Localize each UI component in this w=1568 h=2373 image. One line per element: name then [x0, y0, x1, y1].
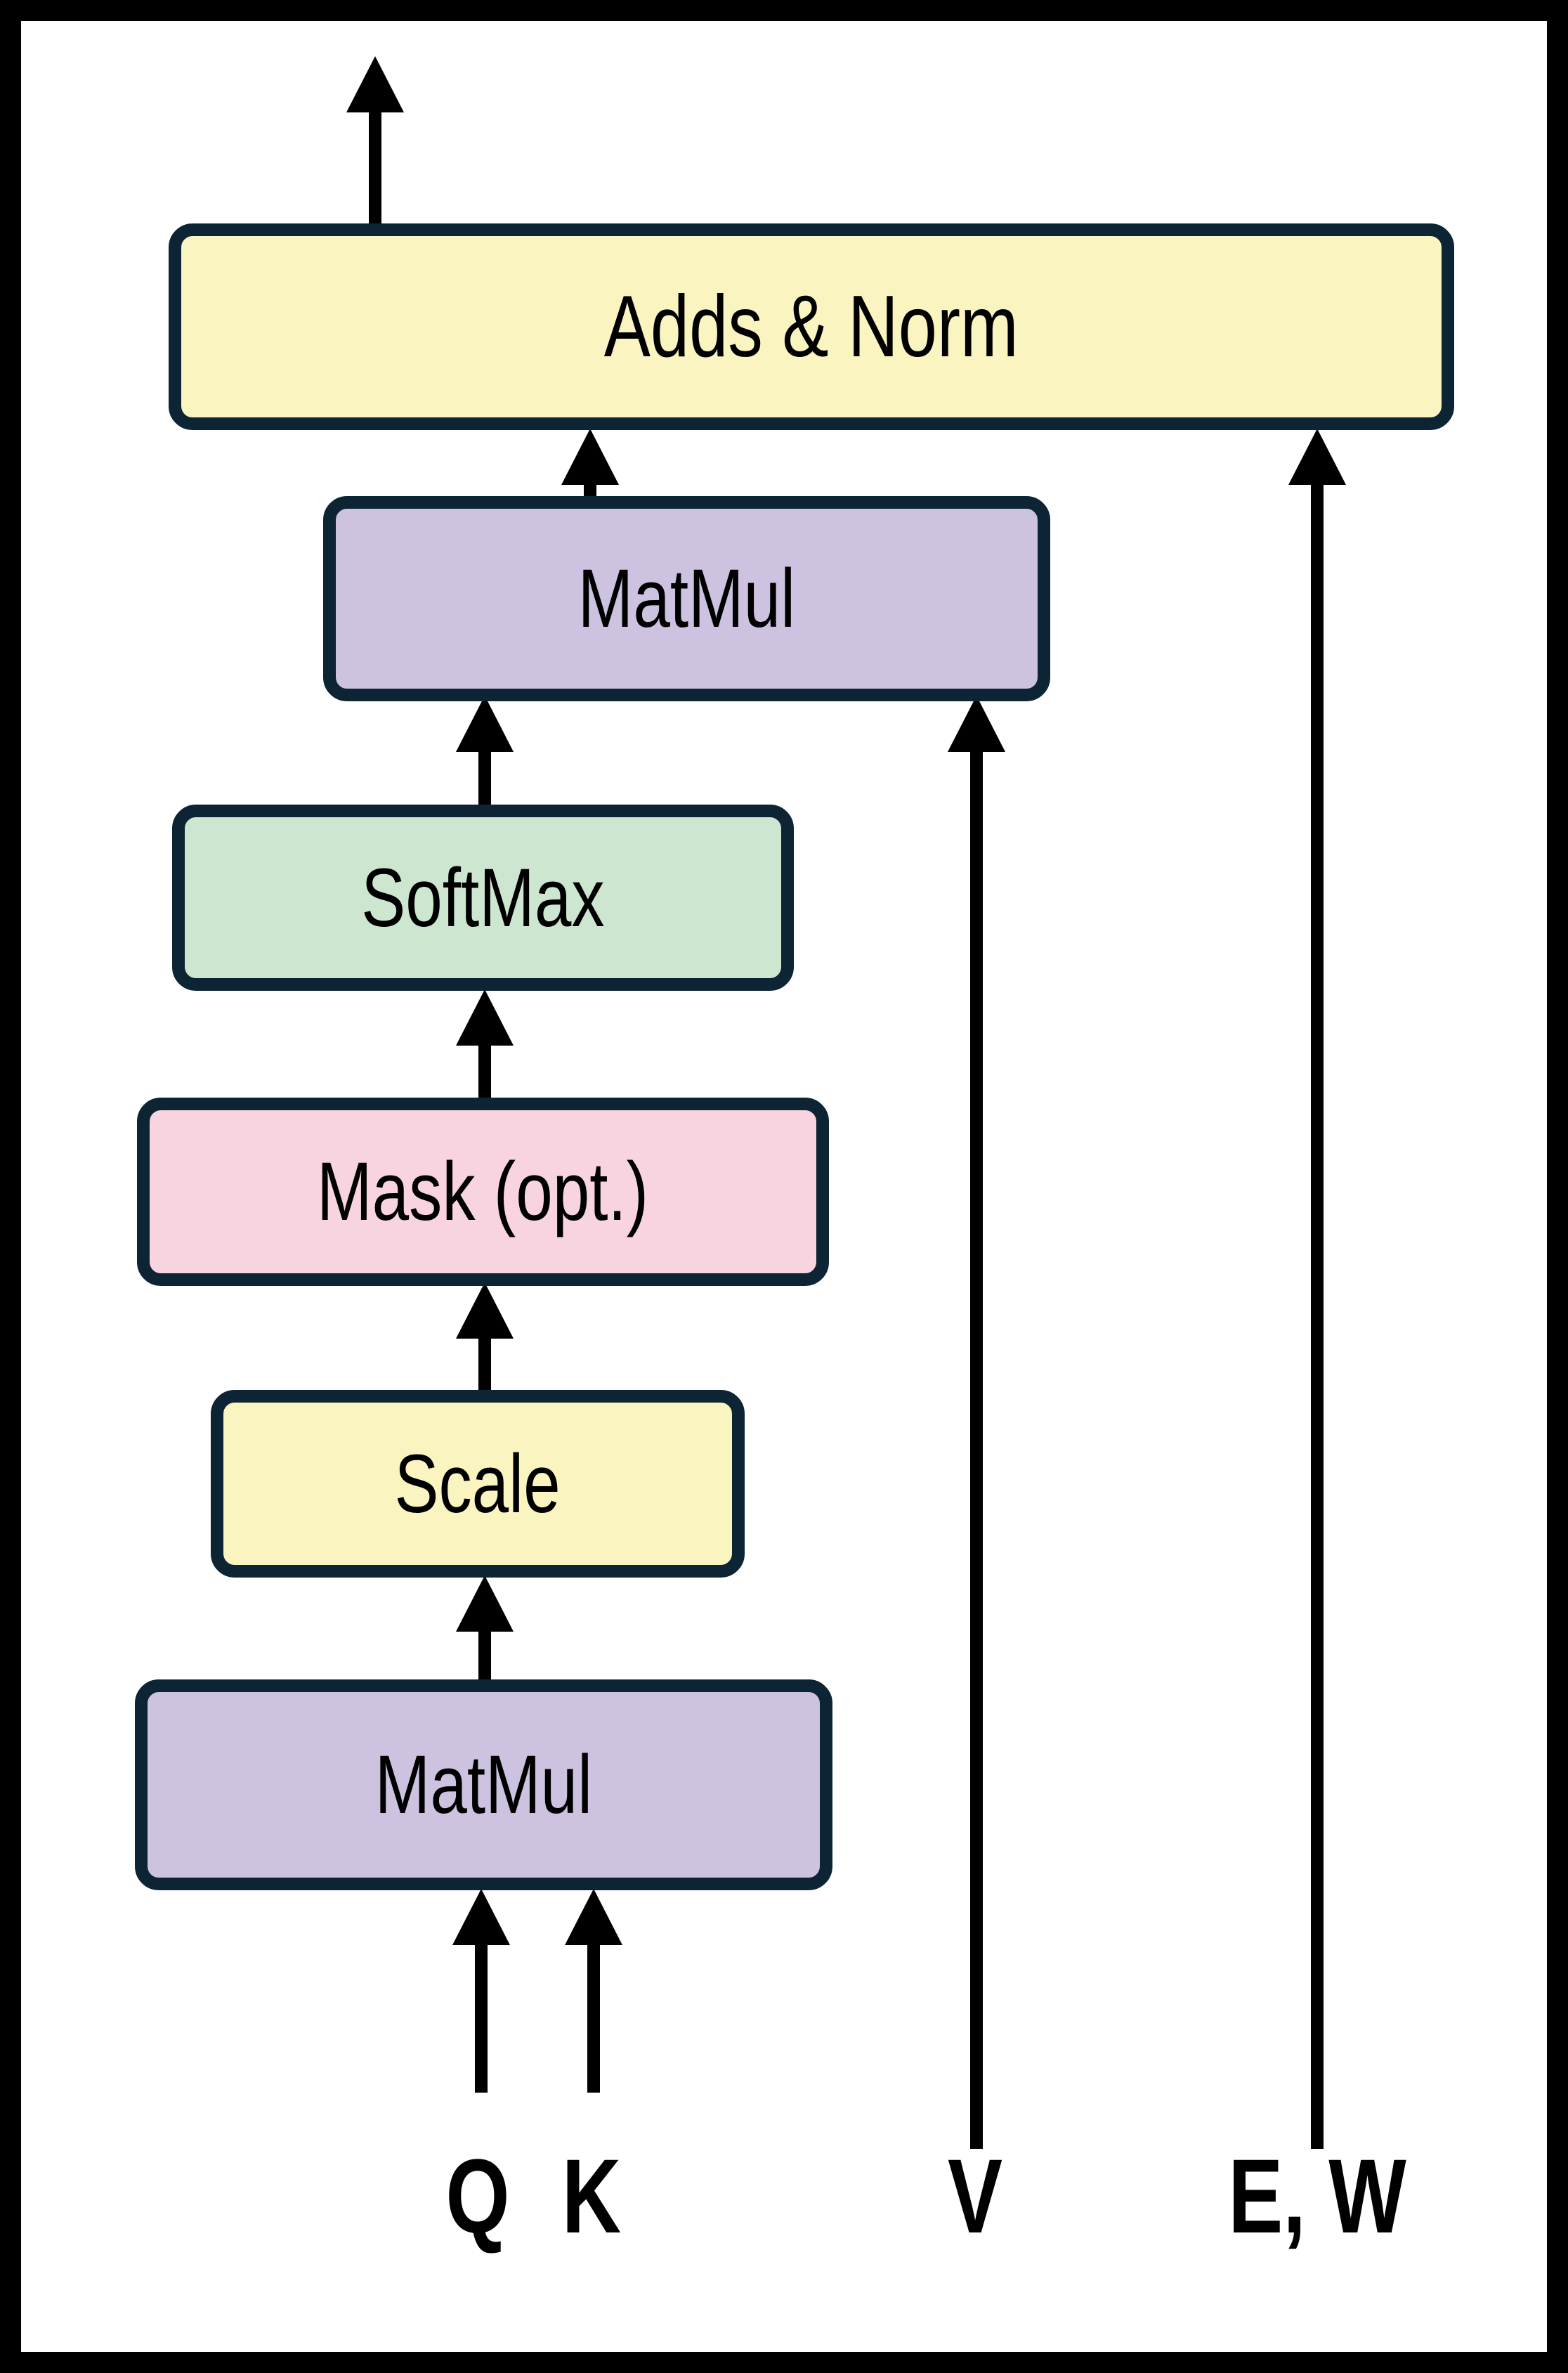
arrowhead-icon — [561, 429, 619, 485]
arrow-shaft — [478, 1626, 491, 1688]
arrowhead-icon — [456, 696, 514, 752]
arrowhead-icon — [452, 1889, 510, 1945]
arrowhead-icon — [565, 1889, 622, 1945]
input-label-v: V — [947, 2137, 1003, 2255]
arrowhead-icon — [1288, 429, 1346, 485]
arrow-k-to-matmul — [551, 1889, 636, 2093]
input-label-k: K — [561, 2137, 622, 2255]
node-label: Mask (opt.) — [317, 1145, 649, 1238]
arrowhead-icon — [456, 1575, 514, 1632]
arrow-v-to-matmul — [934, 696, 1019, 2149]
arrow-q-to-matmul — [439, 1889, 523, 2093]
arrow-shaft — [478, 746, 491, 810]
node-label: Scale — [394, 1437, 561, 1530]
input-label-ew: E, W — [1228, 2137, 1406, 2255]
node-matmul-top[interactable]: MatMul — [323, 496, 1050, 701]
arrow-shaft — [587, 1939, 600, 2093]
node-label: MatMul — [374, 1738, 593, 1831]
node-label: SoftMax — [361, 851, 605, 944]
node-adds-norm[interactable]: Adds & Norm — [169, 223, 1454, 430]
arrow-matmul-to-addsnorm — [548, 429, 632, 506]
arrowhead-icon — [346, 56, 404, 112]
arrowhead-icon — [456, 989, 514, 1046]
arrow-matmul-to-scale — [443, 1575, 527, 1688]
arrow-shaft — [478, 1333, 491, 1397]
arrow-scale-to-mask — [443, 1282, 527, 1397]
arrow-shaft — [970, 746, 983, 2149]
arrow-shaft — [1311, 479, 1324, 2149]
arrowhead-icon — [456, 1282, 514, 1339]
arrow-shaft — [475, 1939, 488, 2093]
node-matmul-bottom[interactable]: MatMul — [135, 1679, 832, 1890]
arrow-out-arrow — [333, 56, 417, 226]
arrow-shaft — [369, 107, 381, 226]
node-scale[interactable]: Scale — [211, 1390, 745, 1578]
arrow-softmax-to-matmul — [443, 696, 527, 810]
arrow-ew-to-addsnorm — [1275, 429, 1359, 2149]
node-label: Adds & Norm — [604, 278, 1019, 375]
node-mask[interactable]: Mask (opt.) — [137, 1098, 829, 1286]
arrow-shaft — [478, 1040, 491, 1103]
arrowhead-icon — [948, 696, 1005, 752]
input-label-q: Q — [445, 2137, 510, 2255]
node-softmax[interactable]: SoftMax — [172, 805, 794, 991]
arrow-mask-to-softmax — [443, 989, 527, 1103]
node-label: MatMul — [577, 552, 796, 645]
